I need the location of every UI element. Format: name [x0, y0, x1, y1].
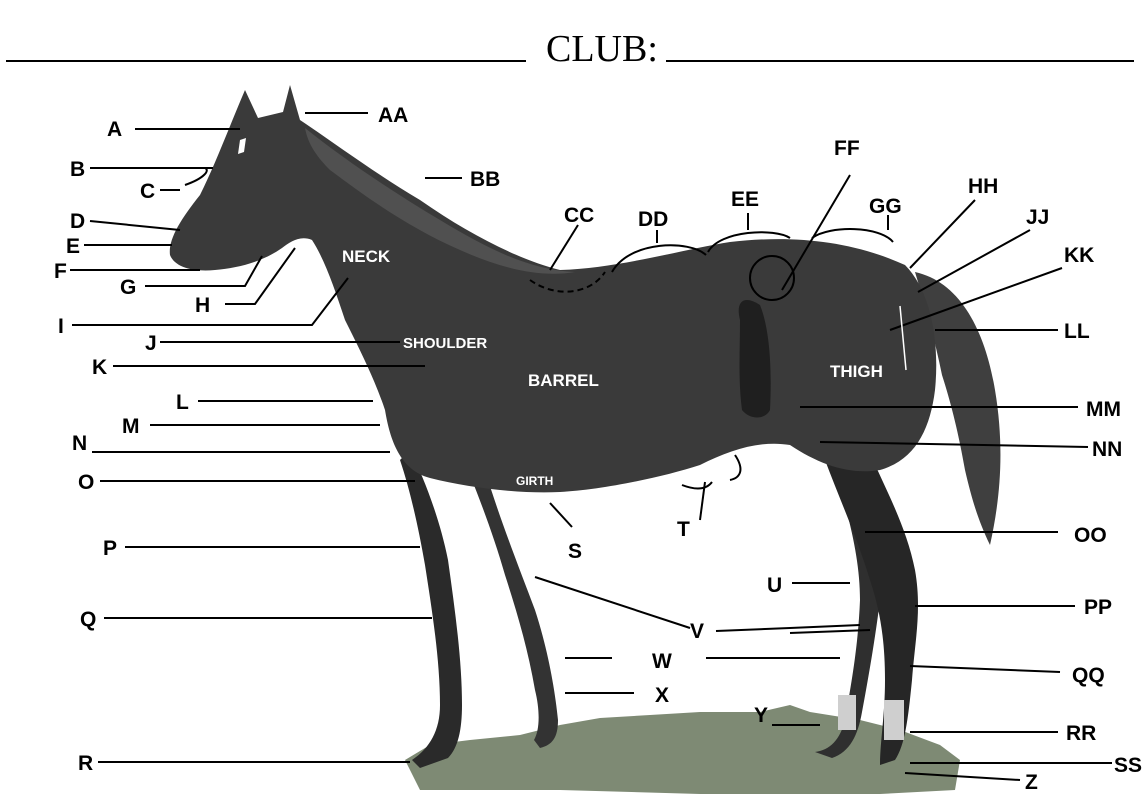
label-FF: FF: [834, 137, 860, 160]
horse-body: [170, 85, 936, 492]
horse-near-front-leg: [400, 450, 462, 768]
label-D: D: [70, 210, 85, 233]
horse-far-front-leg: [470, 470, 558, 748]
region-thigh: THIGH: [830, 362, 883, 381]
region-shoulder: SHOULDER: [403, 335, 487, 352]
label-F: F: [54, 260, 67, 283]
label-PP: PP: [1084, 596, 1112, 619]
label-K: K: [92, 356, 107, 379]
horse-illustration: [170, 85, 1001, 794]
label-G: G: [120, 276, 136, 299]
label-W: W: [652, 650, 672, 673]
label-J: J: [145, 332, 157, 355]
label-V: V: [690, 620, 704, 643]
label-DD: DD: [638, 208, 668, 231]
hind-sock: [884, 700, 904, 740]
label-R: R: [78, 752, 93, 775]
label-C: C: [140, 180, 155, 203]
label-LL: LL: [1064, 320, 1090, 343]
label-CC: CC: [564, 204, 594, 227]
label-Z: Z: [1025, 771, 1038, 794]
ground-grass: [405, 705, 960, 794]
label-OO: OO: [1074, 524, 1107, 547]
label-M: M: [122, 415, 140, 438]
label-KK: KK: [1064, 244, 1094, 267]
label-Y: Y: [754, 704, 768, 727]
label-U: U: [767, 574, 782, 597]
label-BB: BB: [470, 168, 500, 191]
label-S: S: [568, 540, 582, 563]
label-RR: RR: [1066, 722, 1096, 745]
label-Q: Q: [80, 608, 96, 631]
region-neck: NECK: [342, 247, 391, 266]
label-H: H: [195, 294, 210, 317]
label-P: P: [103, 537, 117, 560]
label-T: T: [677, 518, 690, 541]
label-E: E: [66, 235, 80, 258]
label-NN: NN: [1092, 438, 1122, 461]
label-SS: SS: [1114, 754, 1142, 777]
region-barrel: BARREL: [528, 371, 599, 390]
label-HH: HH: [968, 175, 998, 198]
region-girth: GIRTH: [516, 474, 553, 488]
label-A: A: [107, 118, 122, 141]
label-B: B: [70, 158, 85, 181]
label-L: L: [176, 391, 189, 414]
label-AA: AA: [378, 104, 408, 127]
label-MM: MM: [1086, 398, 1121, 421]
label-X: X: [655, 684, 669, 707]
label-QQ: QQ: [1072, 664, 1105, 687]
label-O: O: [78, 471, 94, 494]
far-hind-sock: [838, 695, 856, 730]
label-EE: EE: [731, 188, 759, 211]
label-JJ: JJ: [1026, 206, 1049, 229]
label-N: N: [72, 432, 87, 455]
label-I: I: [58, 315, 64, 338]
label-GG: GG: [869, 195, 902, 218]
